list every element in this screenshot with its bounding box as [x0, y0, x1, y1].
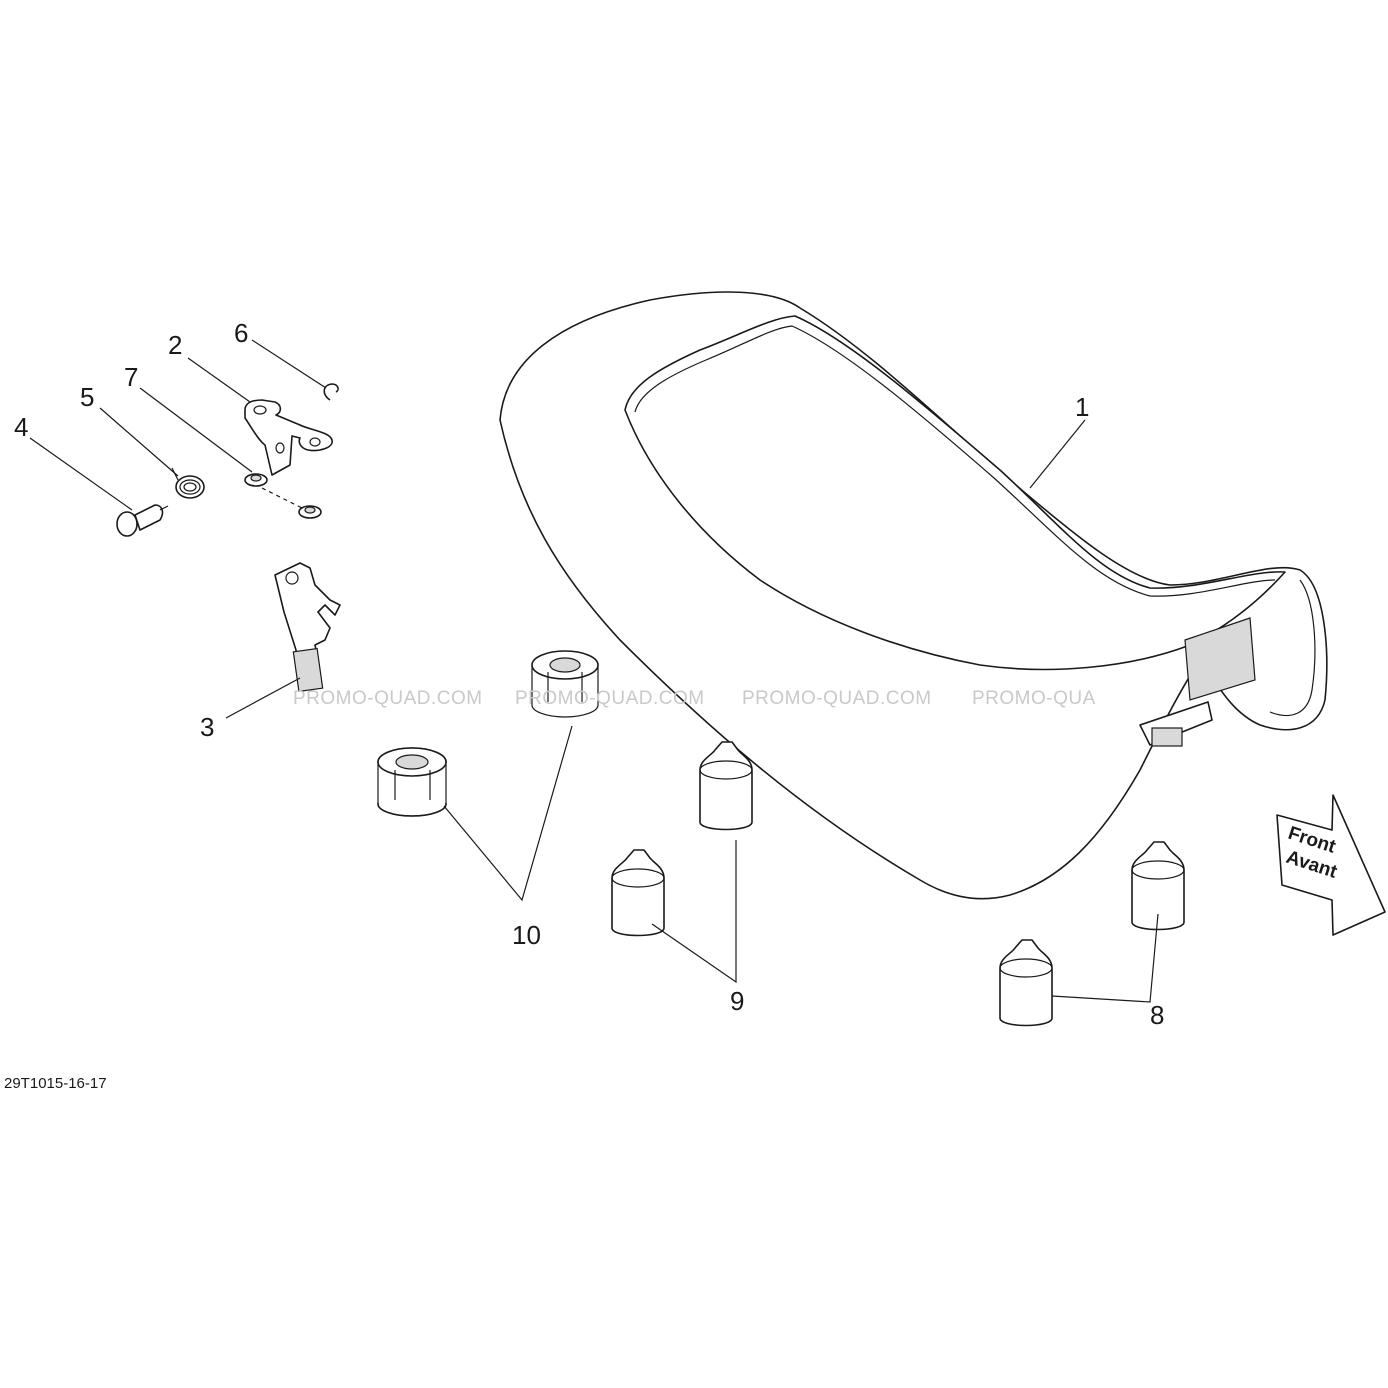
callout-9: 9: [730, 986, 744, 1016]
watermarks: PROMO-QUAD.COM PROMO-QUAD.COM PROMO-QUAD…: [293, 688, 1096, 709]
bracket-part[interactable]: [244, 399, 333, 476]
callout-1: 1: [1075, 392, 1089, 422]
clip-part[interactable]: [323, 383, 339, 401]
grommet-part[interactable]: [376, 650, 600, 817]
front-direction-arrow: Front Avant: [1276, 794, 1386, 936]
callouts: 1 2 3 4 5 6 7 8 9 10: [14, 318, 1164, 1030]
watermark-text: PROMO-QUA: [972, 688, 1096, 709]
callout-5: 5: [80, 382, 94, 412]
callout-8: 8: [1150, 1000, 1164, 1030]
nut-part[interactable]: [244, 473, 322, 519]
bumper-part[interactable]: [611, 741, 753, 937]
callout-4: 4: [14, 412, 28, 442]
callout-3: 3: [200, 712, 214, 742]
latch-lever-part[interactable]: [274, 562, 341, 693]
plunger-part[interactable]: [116, 504, 169, 537]
callout-7: 7: [124, 362, 138, 392]
leader-lines: [29, 339, 1159, 1003]
spring-part[interactable]: [171, 467, 205, 499]
seat-part[interactable]: [499, 291, 1328, 900]
watermark-text: PROMO-QUAD.COM: [515, 688, 705, 709]
diagram-code: 29T1015-16-17: [4, 1075, 107, 1092]
callout-6: 6: [234, 318, 248, 348]
watermark-text: PROMO-QUAD.COM: [293, 688, 483, 709]
watermark-text: PROMO-QUAD.COM: [742, 688, 932, 709]
callout-10: 10: [512, 920, 541, 950]
bumper-part-front[interactable]: [999, 841, 1185, 1027]
callout-2: 2: [168, 330, 182, 360]
